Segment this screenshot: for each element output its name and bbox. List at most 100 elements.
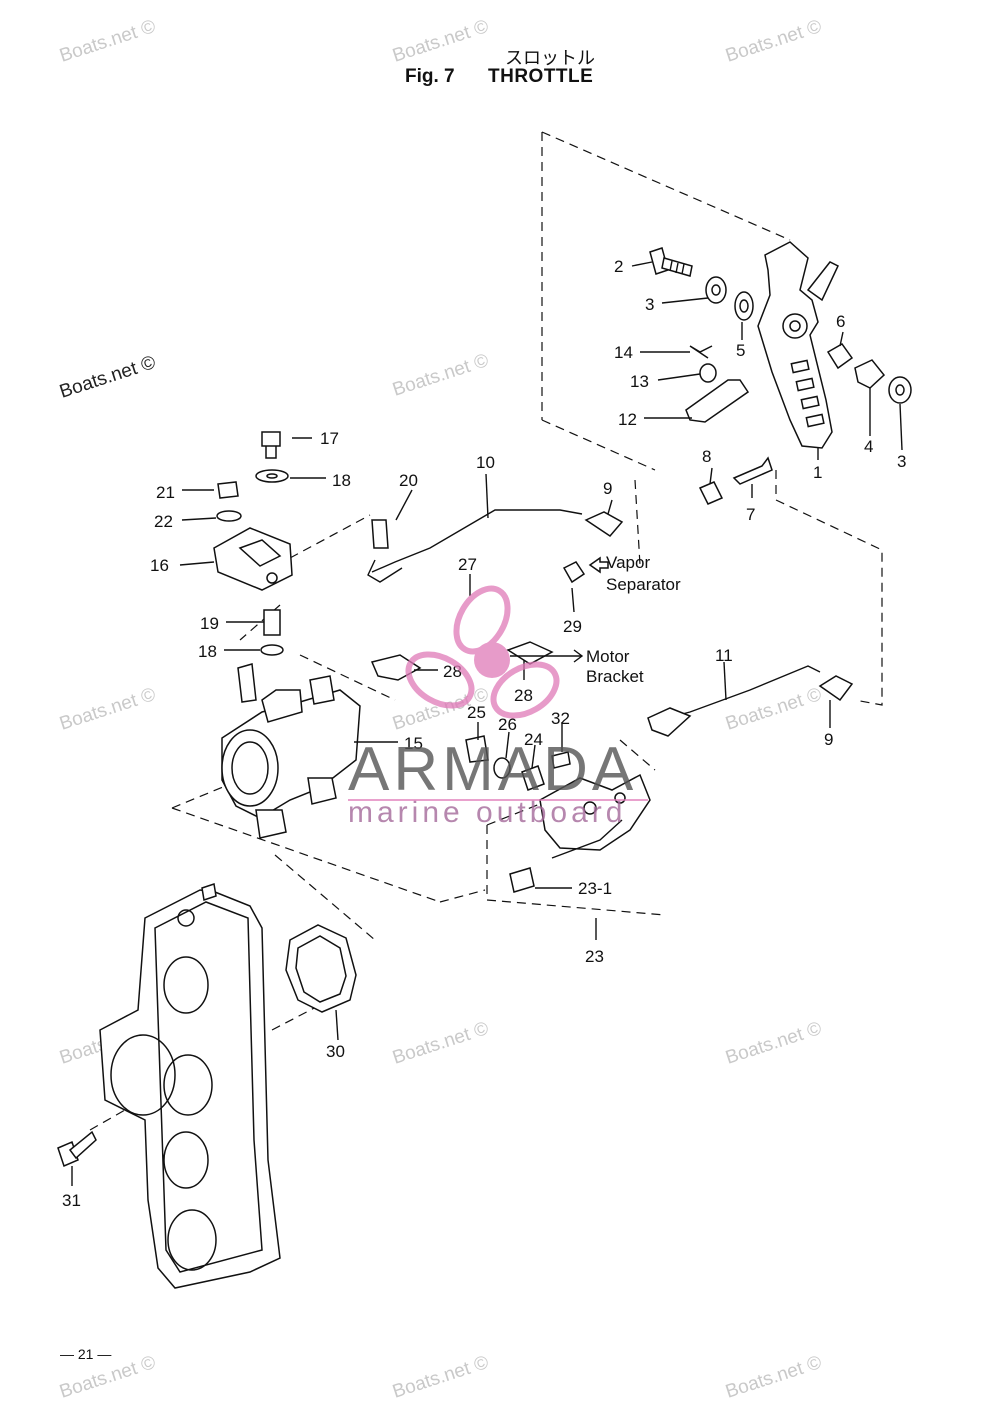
part-20-screw — [371, 519, 389, 549]
label-part-20: 20 — [399, 471, 418, 490]
label-part-13: 13 — [630, 372, 649, 391]
label-part-15: 15 — [404, 734, 423, 753]
watermark-text: Boats.net © — [390, 1018, 491, 1069]
watermark-text: Boats.net © — [723, 684, 824, 735]
assembly-lines — [89, 131, 883, 1131]
part-3-washer-b — [888, 376, 912, 404]
label-part-18b: 18 — [198, 642, 217, 661]
part-31-bolt — [57, 1130, 97, 1168]
part-12-joint — [685, 379, 750, 423]
watermark-text: Boats.net © — [57, 16, 158, 67]
part-28-clamp-b — [506, 641, 554, 665]
figure-title: THROTTLE — [488, 66, 594, 87]
watermark-text: Boats.net © — [390, 350, 491, 401]
part-11-rod-end — [647, 707, 692, 737]
part-22-washer — [216, 510, 242, 522]
label-part-6: 6 — [836, 312, 845, 331]
label-part-27: 27 — [458, 555, 477, 574]
watermark-text: Boats.net © — [57, 352, 158, 403]
note-separator: Separator — [606, 575, 681, 594]
note-vapor: Vapor — [606, 553, 650, 572]
propeller-logo-icon — [405, 585, 560, 719]
watermark-text: Boats.net © — [723, 16, 824, 67]
figure-number: Fig. 7 — [405, 66, 455, 87]
part-13-washer — [699, 363, 717, 383]
label-part-9b: 9 — [824, 730, 833, 749]
part-18-washer-b — [260, 644, 284, 656]
label-part-18: 18 — [332, 471, 351, 490]
part-2-bolt — [649, 247, 693, 277]
label-part-12: 12 — [618, 410, 637, 429]
label-part-21: 21 — [156, 483, 175, 502]
label-part-16: 16 — [150, 556, 169, 575]
part-10-rod — [371, 509, 583, 573]
label-part-5: 5 — [736, 341, 745, 360]
brand-subtitle: marine outboard — [348, 796, 626, 829]
label-part-14: 14 — [614, 343, 633, 362]
part-19-collar — [263, 609, 281, 636]
part-4-nut — [854, 359, 886, 389]
part-30-gasket — [285, 924, 357, 1013]
label-part-24: 24 — [524, 730, 543, 749]
part-9-clip — [584, 511, 624, 537]
part-3-washer — [705, 276, 727, 304]
label-part-32: 32 — [551, 709, 570, 728]
part-26-washer — [493, 757, 511, 779]
watermark-text: Boats.net © — [723, 1018, 824, 1069]
part-23-link-assembly — [539, 773, 651, 859]
part-8-collar — [698, 481, 724, 505]
label-part-7: 7 — [746, 505, 755, 524]
vapor-separator-arrow — [588, 556, 609, 574]
part-5-bushing — [734, 291, 754, 321]
part-29-clip — [562, 561, 586, 584]
label-part-10: 10 — [476, 453, 495, 472]
note-bracket: Bracket — [586, 667, 644, 686]
note-motor: Motor — [586, 647, 630, 666]
label-part-26: 26 — [498, 715, 517, 734]
part-6-collar — [826, 343, 854, 370]
watermark-text: Boats.net © — [390, 1352, 491, 1403]
label-part-9: 9 — [603, 479, 612, 498]
brand-name: ARMADA — [348, 735, 637, 804]
part-23-1-cap — [509, 867, 535, 893]
part-21-nut — [217, 481, 239, 499]
label-part-28b: 28 — [514, 686, 533, 705]
part-18-washer — [255, 469, 289, 483]
label-part-17: 17 — [320, 429, 339, 448]
title-japanese: スロットル — [505, 48, 595, 69]
page-number: — 21 — — [60, 1346, 112, 1362]
motor-bracket-arrow — [560, 649, 584, 663]
label-part-8: 8 — [702, 447, 711, 466]
label-part-30: 30 — [326, 1042, 345, 1061]
part-17-screw — [261, 431, 281, 459]
label-part-11: 11 — [715, 646, 733, 665]
part-15-throttle-body — [221, 663, 361, 839]
part-14-clip — [689, 345, 713, 359]
watermark-text: Boats.net © — [390, 16, 491, 67]
label-part-31: 31 — [62, 1191, 81, 1210]
label-part-4: 4 — [864, 437, 873, 456]
part-9-clip-b — [818, 675, 854, 702]
label-part-3b: 3 — [897, 452, 906, 471]
part-32-clip — [551, 751, 571, 769]
leader-lines — [71, 261, 903, 1186]
watermark-text: Boats.net © — [723, 1352, 824, 1403]
armada-brand-watermark: ARMADA marine outboard — [348, 585, 648, 829]
label-part-22: 22 — [154, 512, 173, 531]
label-part-23: 23 — [585, 947, 604, 966]
label-part-19: 19 — [200, 614, 219, 633]
part-10-rod-end — [367, 559, 403, 583]
label-part-1: 1 — [813, 463, 822, 482]
label-part-29: 29 — [563, 617, 582, 636]
label-part-2: 2 — [614, 257, 623, 276]
label-part-25: 25 — [467, 703, 486, 722]
intake-manifold-housing — [99, 883, 281, 1289]
connection-notes: Vapor Separator Motor Bracket — [586, 553, 681, 686]
watermark-text: Boats.net © — [57, 684, 158, 735]
part-7-bolt — [732, 456, 773, 485]
part-1-throttle-lever — [757, 241, 839, 449]
label-part-3: 3 — [645, 295, 654, 314]
label-part-23-1: 23-1 — [578, 879, 612, 898]
